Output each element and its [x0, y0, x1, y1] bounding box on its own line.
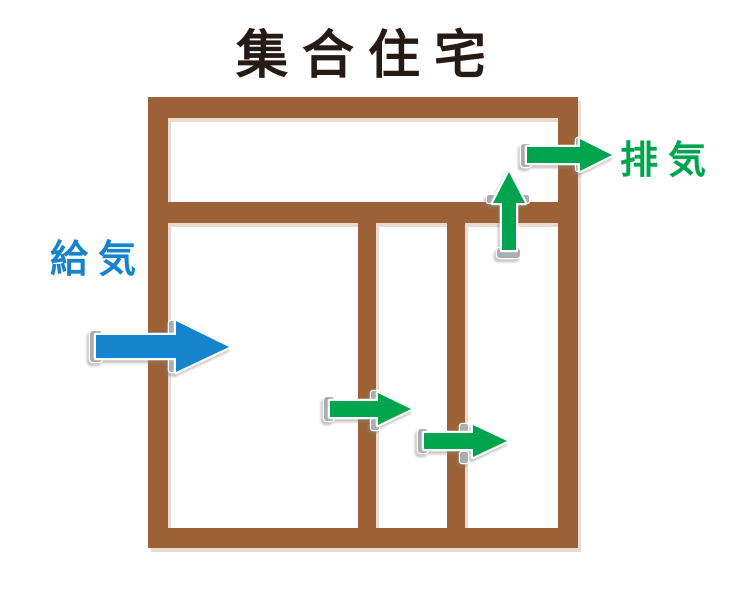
- right-arrow-icon: [93, 318, 232, 375]
- right-arrow-icon: [327, 390, 414, 428]
- partition-wall-1: [358, 202, 376, 528]
- wall-left: [148, 97, 168, 548]
- airflow-arrow-room2-room3: [416, 422, 510, 465]
- page-title: 集合住宅: [235, 26, 501, 86]
- airflow-arrow-up-to-corridor: [485, 169, 531, 260]
- wall-top: [148, 97, 578, 118]
- wall-bottom: [148, 528, 578, 548]
- right-arrow-icon: [421, 422, 510, 460]
- exhaust-air-label: 排気: [620, 138, 717, 182]
- supply-air-arrow: [88, 318, 232, 375]
- up-arrow-icon: [490, 169, 528, 253]
- right-arrow-icon: [524, 136, 615, 174]
- partition-wall-2: [447, 202, 465, 528]
- airflow-arrow-room1-room2: [322, 389, 414, 432]
- supply-air-label: 給気: [50, 237, 147, 281]
- building-walls: [148, 97, 578, 548]
- exhaust-air-arrow: [519, 136, 615, 174]
- duct-sleeve-tab: [458, 450, 470, 465]
